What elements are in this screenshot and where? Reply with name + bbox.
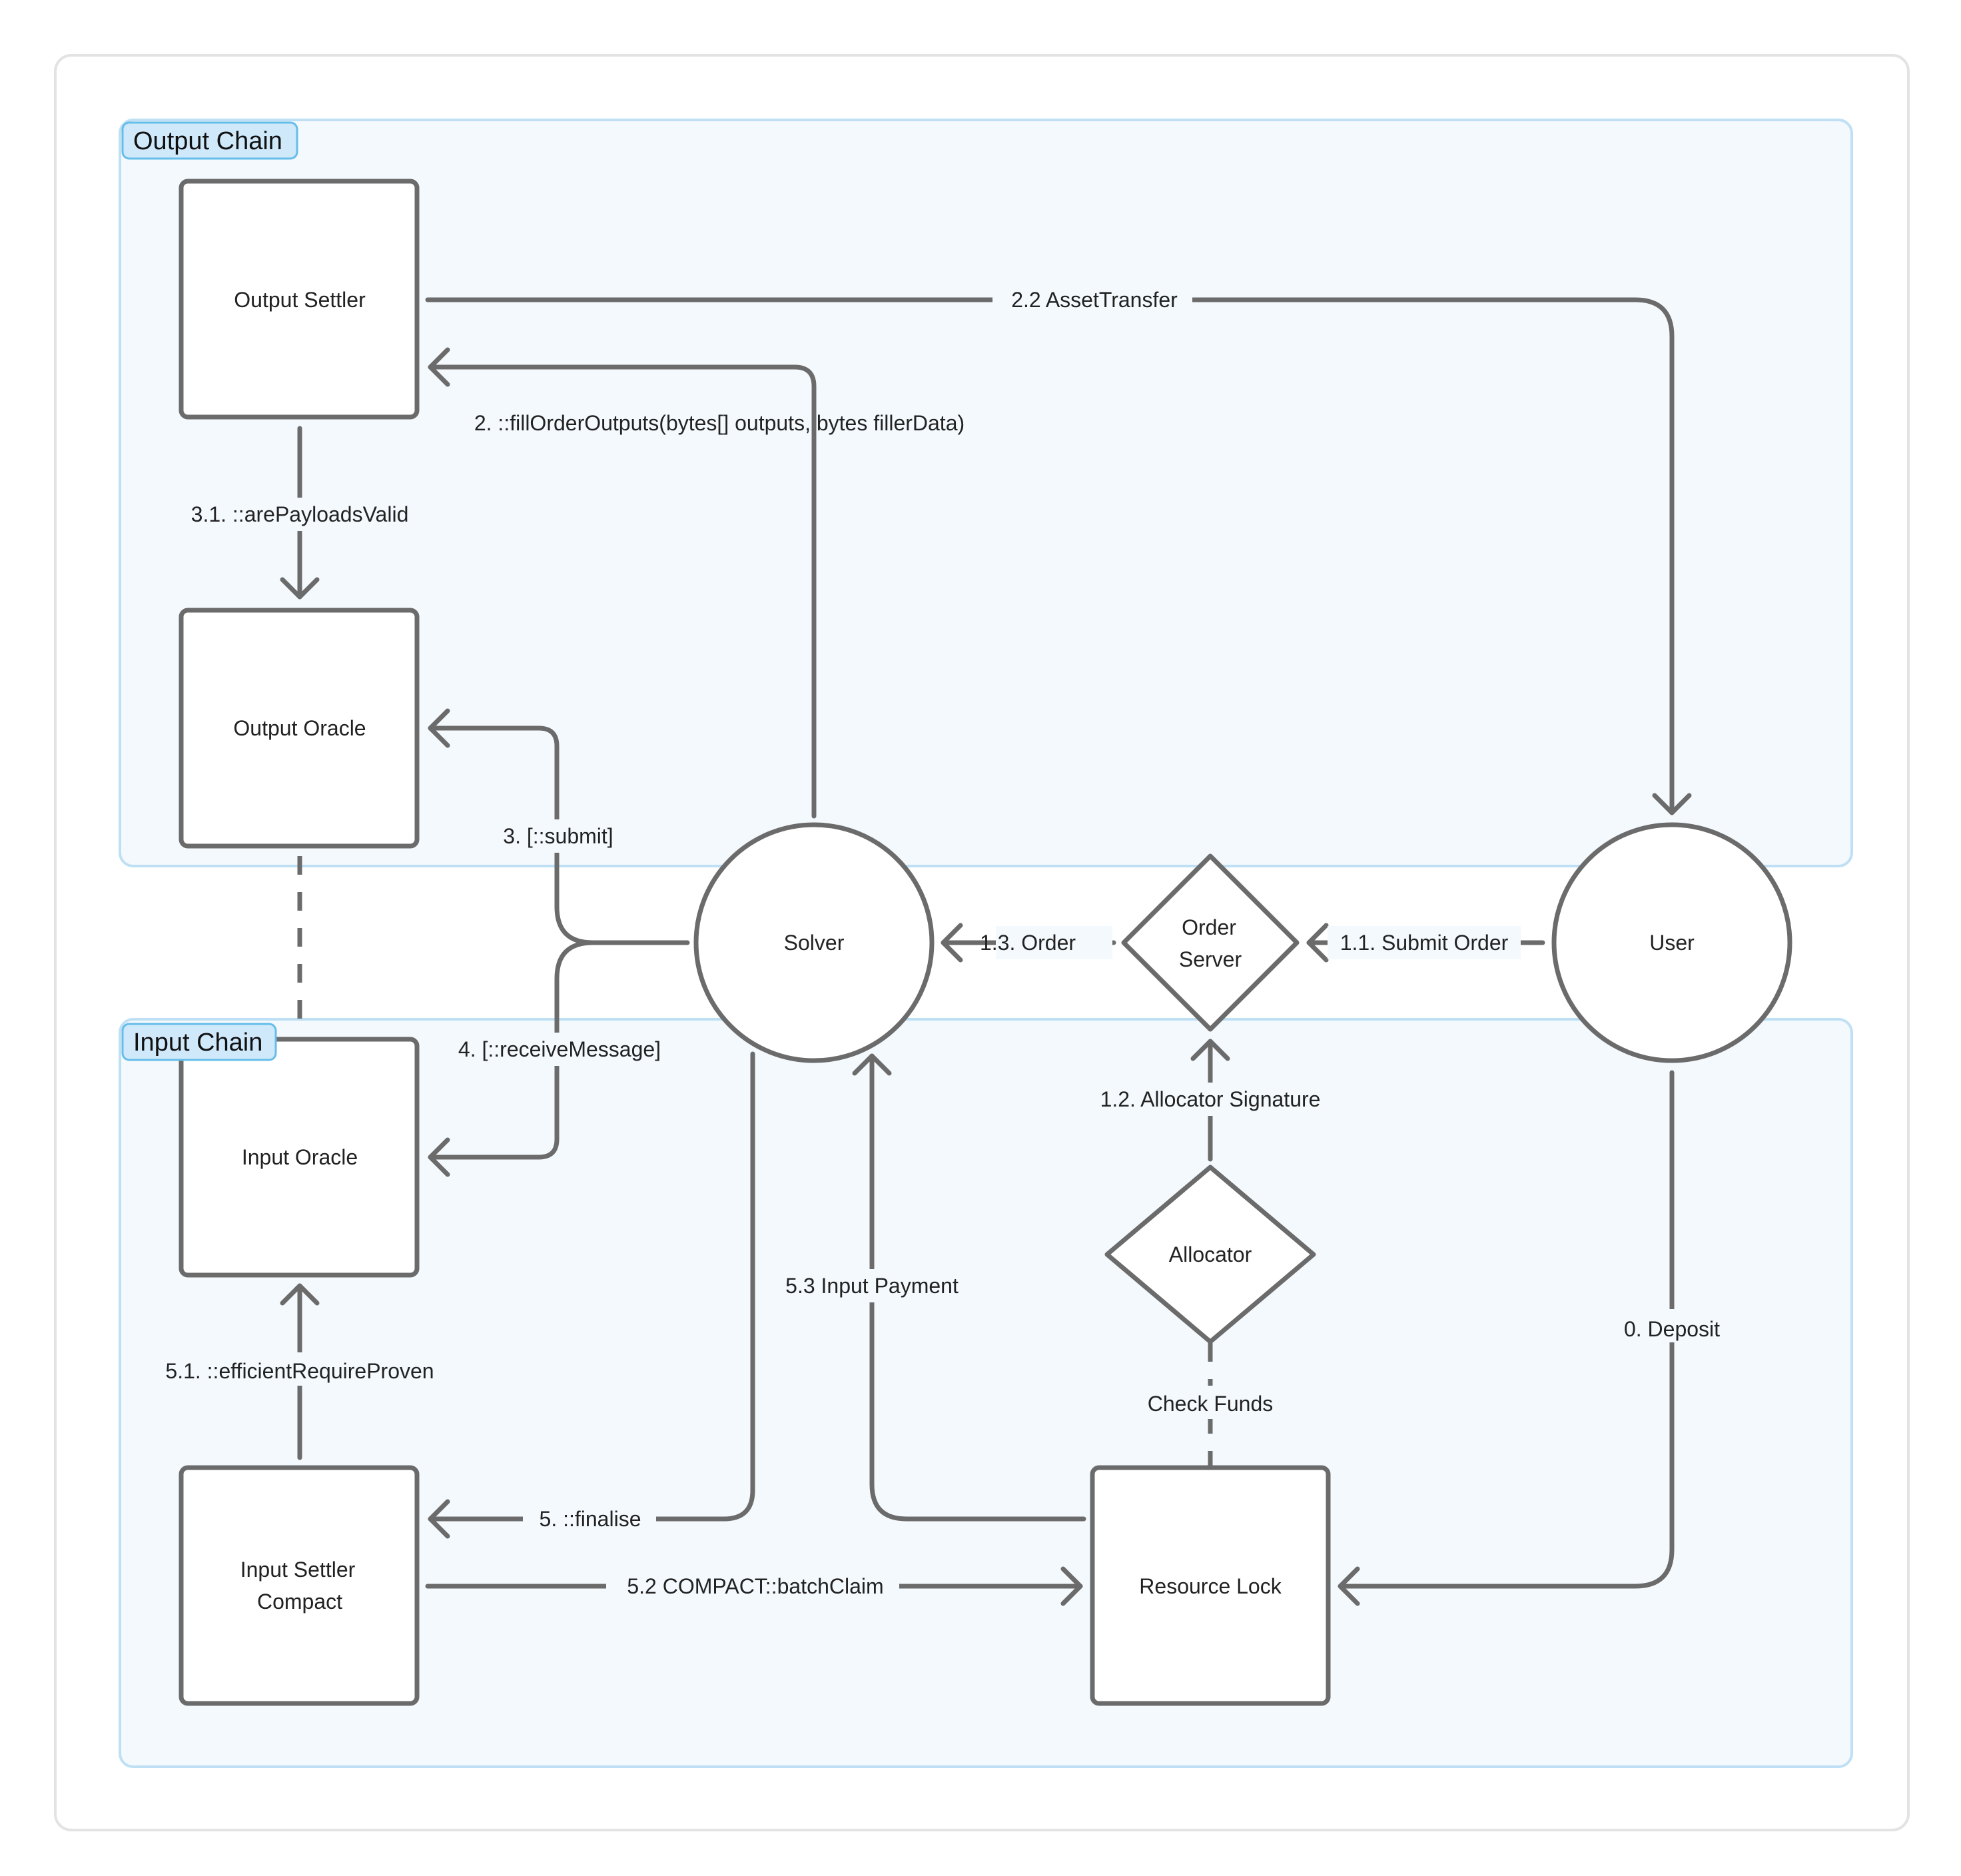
edge-label-batch-claim: 5.2 COMPACT::batchClaim (627, 1574, 883, 1598)
edge-label-receive-message: 4. [::receiveMessage] (458, 1037, 661, 1061)
arrowhead-resource-lock-right (1338, 1566, 1360, 1606)
arrowhead-resource-lock-left (1060, 1566, 1083, 1606)
input-chain-label: Input Chain (133, 1029, 262, 1057)
edge-label-asset-transfer: 2.2 AssetTransfer (1011, 288, 1178, 312)
edge-asset-transfer (425, 297, 1675, 815)
input-chain-region (119, 1018, 1853, 1768)
output-chain-region (119, 119, 1853, 867)
edge-label-allocator-signature: 1.2. Allocator Signature (1100, 1087, 1321, 1111)
output-oracle-label: Output Oracle (233, 716, 366, 740)
solver-label: Solver (784, 931, 845, 955)
output-chain-label: Output Chain (133, 127, 282, 155)
edge-input-payment (869, 1053, 1086, 1522)
edge-label-order: 1.3. Order (980, 931, 1076, 955)
edge-label-finalise: 5. ::finalise (540, 1507, 641, 1531)
resource-lock-label: Resource Lock (1139, 1574, 1282, 1598)
input-chain-tag (121, 1023, 277, 1061)
edge-label-bg (523, 1502, 656, 1536)
solver-node (693, 822, 935, 1063)
arrowhead-output-oracle-top (280, 577, 320, 600)
arrowhead-input-oracle-bottom (280, 1283, 320, 1306)
input-settler-compact-node (179, 1465, 420, 1706)
edge-label-input-payment: 5.3 Input Payment (785, 1274, 959, 1298)
edge-fill-order-outputs (428, 364, 817, 819)
allocator-node (1104, 1165, 1316, 1344)
input-oracle-label: Input Oracle (242, 1145, 358, 1169)
edge-label-bg (773, 1269, 973, 1302)
order-server-label-line1: Order (1182, 915, 1236, 939)
edge-label-bg (1605, 1309, 1739, 1342)
arrowhead-order-server-bottom (1190, 1039, 1230, 1061)
edge-label-bg (1136, 1386, 1286, 1419)
order-server-label-line2: Server (1179, 947, 1242, 971)
edge-label-submit-order: 1.1. Submit Order (1340, 931, 1509, 955)
arrowhead-input-oracle (428, 1137, 450, 1177)
arrowhead-solver-bottom (852, 1053, 892, 1076)
arrowhead-output-oracle (428, 708, 450, 748)
edge-label-bg (992, 283, 1192, 316)
edge-label-efficient-require-proven: 5.1. ::efficientRequireProven (165, 1359, 434, 1383)
edge-label-check-funds: Check Funds (1148, 1392, 1274, 1416)
edge-label-bg (153, 498, 446, 531)
arrowhead-output-settler (428, 347, 450, 387)
edge-label-bg (606, 1570, 899, 1603)
edge-label-deposit: 0. Deposit (1624, 1317, 1720, 1341)
arrowhead-input-settler (428, 1499, 450, 1539)
edge-label-bg (147, 1352, 453, 1386)
order-server-node (1121, 853, 1300, 1032)
edge-submit (428, 725, 690, 945)
user-label: User (1649, 931, 1695, 955)
user-node (1551, 822, 1792, 1063)
edge-label-bg (444, 1033, 677, 1066)
input-settler-label-line1: Input Settler (240, 1558, 356, 1582)
edge-label-are-payloads-valid: 3.1. ::arePayloadsValid (191, 502, 409, 526)
output-chain-tag (121, 121, 298, 160)
edge-label-submit: 3. [::submit] (503, 824, 613, 848)
resource-lock-node (1090, 1465, 1331, 1706)
arrowhead-user-top (1652, 793, 1692, 815)
output-settler-label: Output Settler (234, 288, 366, 312)
arrowhead-solver-right (941, 923, 963, 963)
edge-receive-message (428, 940, 595, 1160)
edge-label-fill-order-outputs: 2. ::fillOrderOutputs(bytes[] outputs, b… (474, 411, 965, 435)
edge-label-bg (1086, 1083, 1336, 1116)
input-oracle-node (179, 1037, 420, 1278)
output-oracle-node (179, 608, 420, 849)
arrowhead-order-server-right (1306, 923, 1329, 963)
output-settler-node (179, 179, 420, 420)
edge-deposit (1338, 1070, 1675, 1589)
input-settler-label-line2: Compact (257, 1590, 342, 1614)
edge-label-bg (490, 819, 623, 853)
edge-finalise (428, 1051, 755, 1522)
allocator-label: Allocator (1169, 1242, 1252, 1266)
edge-label-bg (996, 926, 1112, 959)
edge-label-bg (1328, 926, 1521, 959)
